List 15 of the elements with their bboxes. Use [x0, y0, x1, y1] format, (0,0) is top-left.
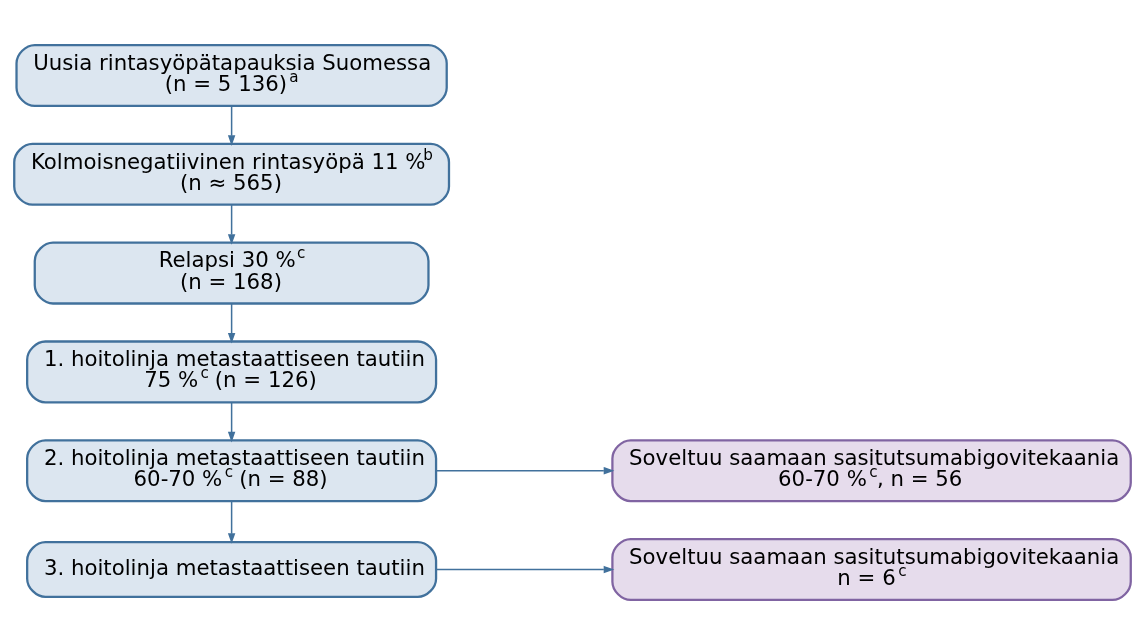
arrow	[435, 466, 615, 474]
node-box: Relapsi 30 %$^{c}$ (n = 168)	[33, 241, 430, 305]
arrow	[435, 565, 615, 573]
node-box: 2. hoitolinja metastaattiseen tautiin 60-70 %$^{c}$ (n = 88)	[26, 438, 438, 502]
arrow	[227, 302, 236, 344]
node-box: Soveltuu saamaan sasitutsumabigovitekaania 60-70 %$^{c}$, n = 56	[611, 438, 1132, 502]
arrow	[227, 500, 236, 544]
node-box: Uusia rintasyöpätapauksia Suomessa (n = 5 136)$^{a}$	[15, 43, 448, 107]
arrow	[227, 401, 236, 442]
arrow	[227, 203, 236, 245]
node-box: 1. hoitolinja metastaattiseen tautiin 75 %$^{c}$ (n = 126)	[26, 339, 438, 403]
node-box: Soveltuu saamaan sasitutsumabigovitekaania n = 6$^{c}$	[611, 537, 1132, 601]
node-box: Kolmoisnegatiivinen rintasyöpä 11 %$^{b}$ (n ≈ 565)	[13, 142, 451, 206]
arrow	[227, 105, 236, 146]
node-box: 3. hoitolinja metastaattiseen tautiin	[26, 540, 438, 598]
